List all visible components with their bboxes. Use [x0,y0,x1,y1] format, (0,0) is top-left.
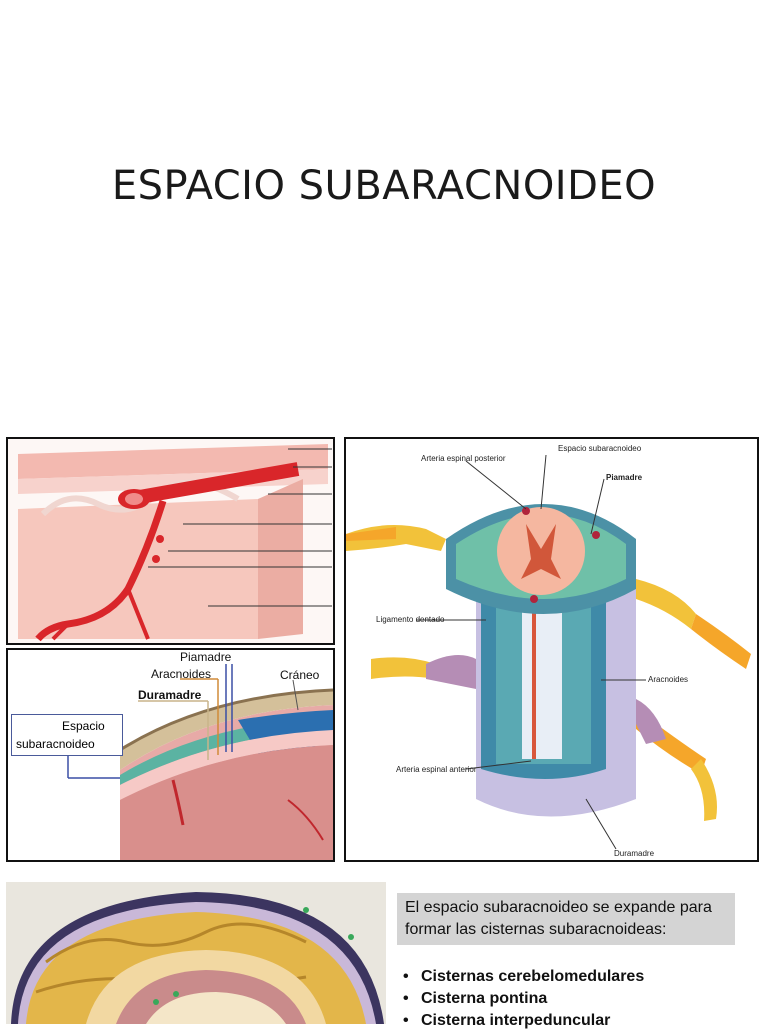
label-craneo: Cráneo [280,668,320,682]
list-item: Cisterna interpeduncular [403,1010,644,1032]
label-ligamento-dentado: Ligamento dentado [376,615,445,624]
label-duramadre: Duramadre [138,688,202,702]
brain-sagittal-illustration [6,882,386,1024]
meninges-labeled-illustration: Piamadre Aracnoides Duramadre Cráneo Esp… [6,648,335,862]
list-item: Cisternas cerebelomedulares [403,966,644,988]
label-aracnoides: Aracnoides [151,667,212,681]
label-espacio-subaracnoideo: Espacio subaracnoideo [558,444,642,453]
label-piamadre: Piamadre [180,650,232,664]
cisternas-list: Cisternas cerebelomedulares Cisterna pon… [403,966,644,1032]
slide-title: ESPACIO SUBARACNOIDEO [111,163,657,209]
meninges-vessel-illustration [6,437,335,645]
label-subaracnoideo: subaracnoideo [16,737,95,751]
label-piamadre-spinal: Piamadre [606,473,643,482]
label-aracnoides-spinal: Aracnoides [648,675,689,684]
label-espacio: Espacio [62,719,105,733]
label-arteria-espinal-posterior: Arteria espinal posterior [421,454,506,463]
info-box: El espacio subaracnoideo se expande para… [397,893,735,945]
list-item: Cisterna pontina [403,988,644,1010]
label-duramadre-spinal: Duramadre [614,849,655,858]
label-espacio-subaracnoideo-box: Espacio subaracnoideo [11,714,123,756]
spinal-cord-illustration: Espacio subaracnoideo Arteria espinal po… [344,437,759,862]
label-arteria-espinal-anterior: Arteria espinal anterior [396,765,477,774]
